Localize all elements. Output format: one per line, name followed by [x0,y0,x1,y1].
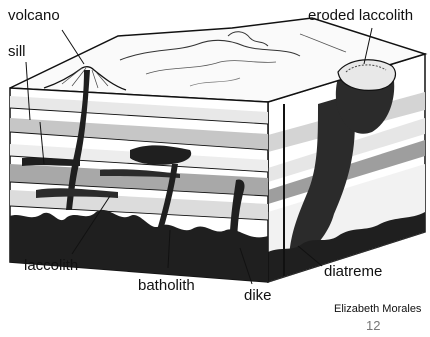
label-sill: sill [8,44,26,59]
label-eroded-laccolith: eroded laccolith [308,8,413,23]
page-number: 12 [366,318,380,333]
label-batholith: batholith [138,278,195,293]
author-credit: Elizabeth Morales [334,303,421,315]
label-laccolith: laccolith [24,258,78,273]
label-diatreme: diatreme [324,264,382,279]
block-top-surface [10,18,425,102]
label-volcano: volcano [8,8,60,23]
label-dike: dike [244,288,272,303]
